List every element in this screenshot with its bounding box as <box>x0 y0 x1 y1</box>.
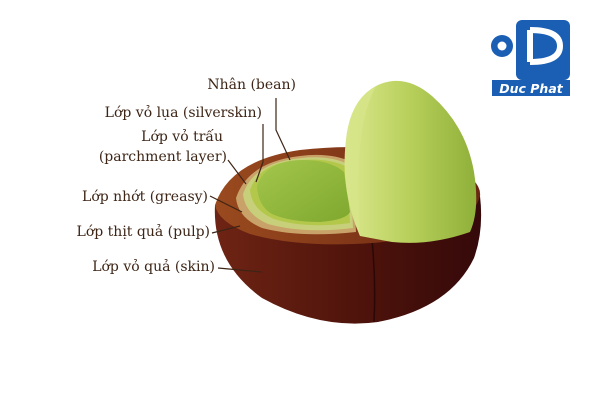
label-bean: Nhân (bean) <box>207 77 296 93</box>
greasy-leader <box>209 195 243 213</box>
bean-back-shadow <box>344 86 376 236</box>
skin-seam-line <box>371 239 376 323</box>
duc-phat-logo: Duc Phat <box>491 20 570 96</box>
silverskin-leader <box>255 124 264 183</box>
logo-text: Duc Phat <box>499 81 564 96</box>
label-skin: Lớp vỏ quả (skin) <box>92 258 215 275</box>
label-pulp: Lớp thịt quả (pulp) <box>77 223 210 240</box>
bean-leader <box>275 98 291 161</box>
label-parchment-line2: (parchment layer) <box>99 149 227 165</box>
bean-front-half <box>257 160 350 222</box>
label-parchment-line1: Lớp vỏ trấu <box>141 128 223 145</box>
pulp-leader <box>211 225 241 234</box>
label-silverskin: Lớp vỏ lụa (silverskin) <box>105 104 262 121</box>
bean-back-half <box>344 80 477 243</box>
parchment-leader <box>227 159 247 185</box>
skin-leader <box>217 267 263 273</box>
label-greasy: Lớp nhớt (greasy) <box>82 189 208 205</box>
